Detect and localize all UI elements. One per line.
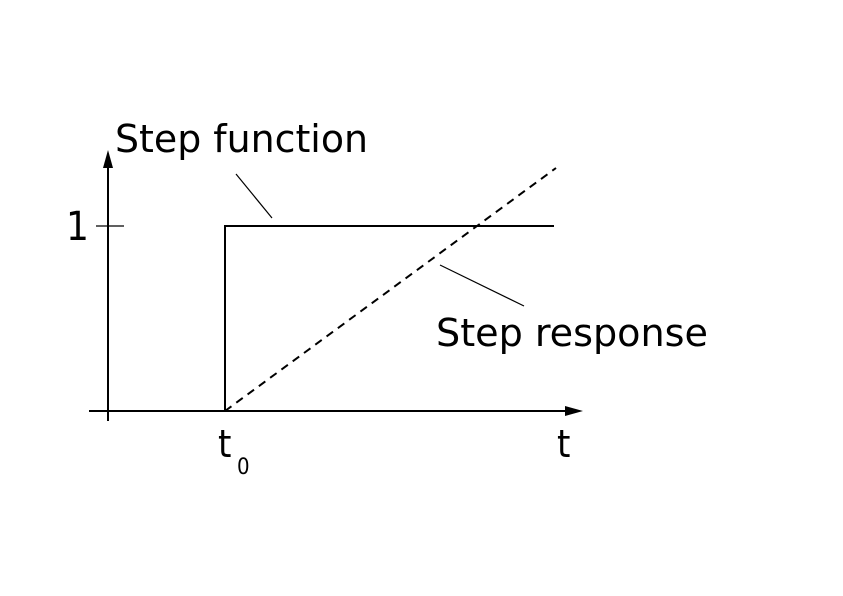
y-tick-label-one: 1 <box>66 204 89 250</box>
t0-label-subscript: 0 <box>237 455 250 480</box>
x-axis-label: t <box>557 422 570 466</box>
x-axis-arrowhead <box>565 406 583 416</box>
step-function-label: Step function <box>115 117 368 161</box>
y-axis-arrowhead <box>103 150 113 168</box>
axes <box>89 158 572 421</box>
step-response-curve <box>224 167 557 412</box>
step-response-leader <box>439 264 525 307</box>
step-function-leader <box>235 173 273 219</box>
t0-label: t 0 <box>218 422 250 480</box>
step-function-curve <box>224 225 554 411</box>
t0-label-base: t <box>218 422 231 466</box>
step-response-label: Step response <box>436 311 708 355</box>
